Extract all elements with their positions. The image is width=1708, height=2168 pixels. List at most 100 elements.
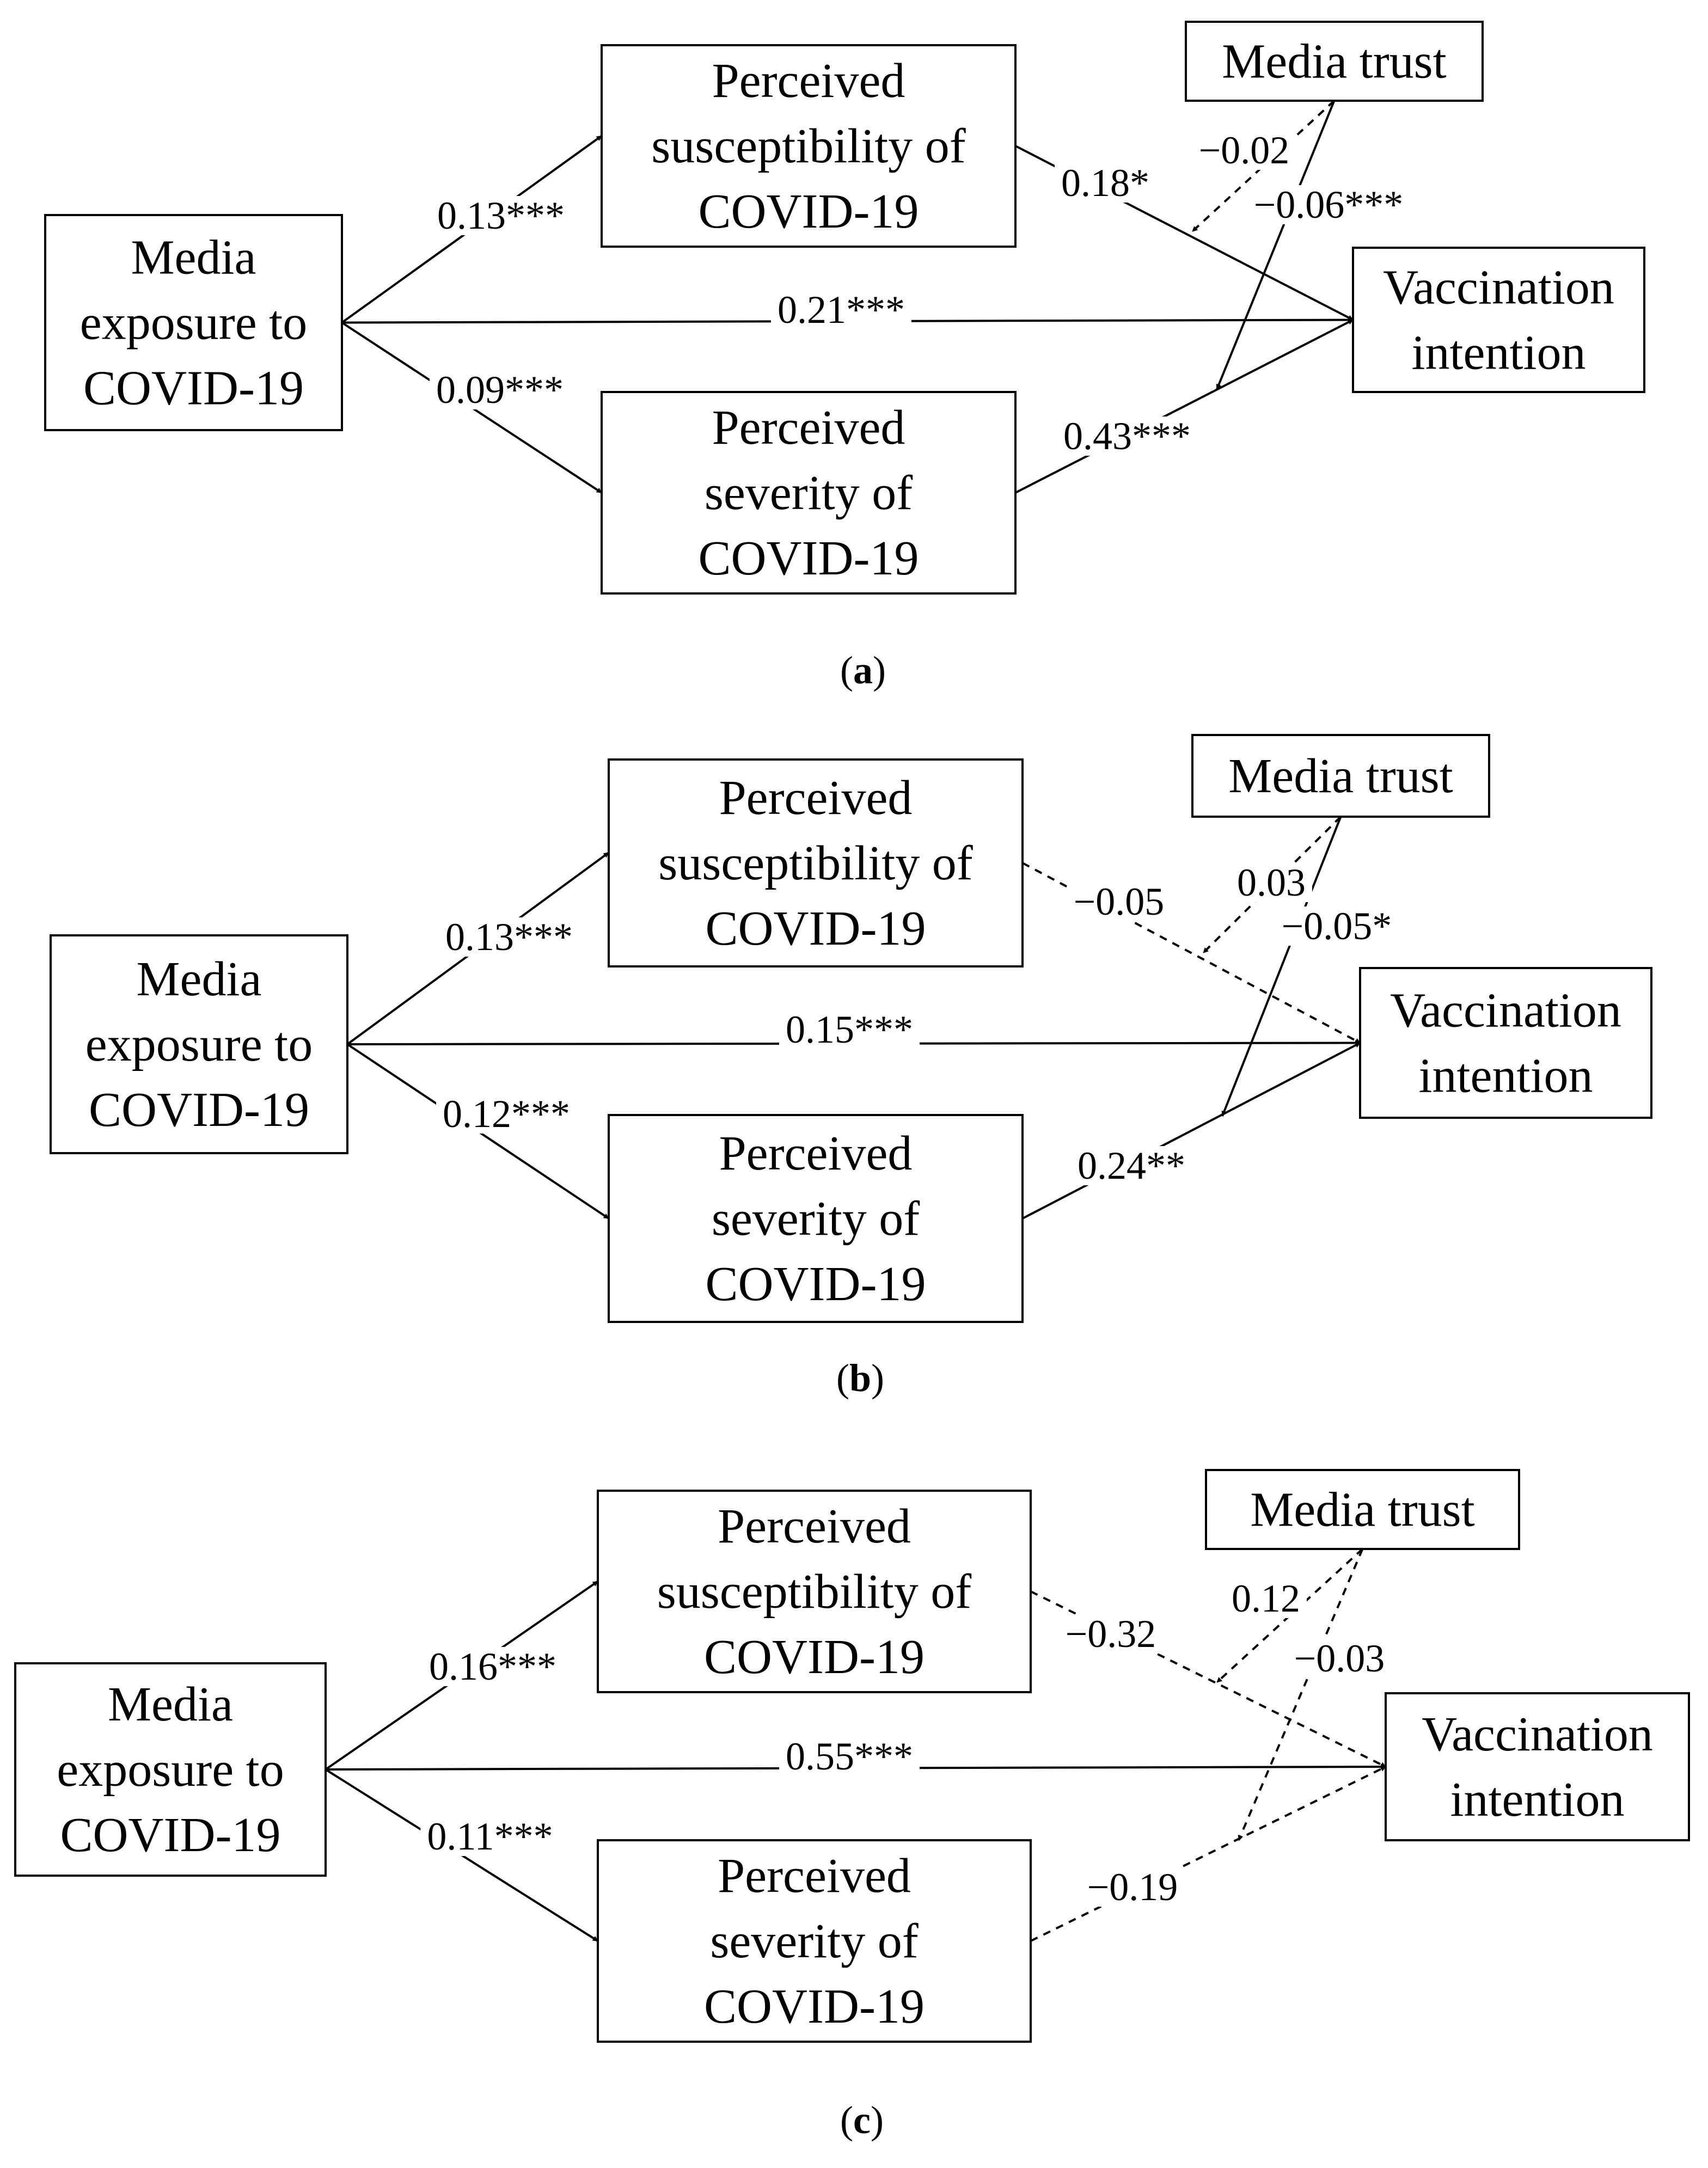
severity_to_intention-coefficient: 0.43*** — [1063, 414, 1191, 458]
panel-caption-letter: a — [853, 648, 873, 692]
susceptibility-label-line-3: COVID-19 — [699, 185, 919, 238]
trust-moderates-susceptibility-arrow — [1202, 816, 1342, 954]
trust_x_severity-label-backing — [1287, 1639, 1392, 1678]
intention-label-line-1: Vaccination — [1383, 261, 1614, 315]
exposure_to_intention-label-backing — [779, 1737, 920, 1776]
trust-moderates-susceptibility-arrow — [1216, 1548, 1363, 1683]
panel-caption: (b) — [836, 1356, 884, 1400]
exposure_to_susceptibility-coefficient: 0.13*** — [437, 194, 565, 237]
exposure_to_intention-label-backing — [771, 290, 911, 329]
susceptibility_to_intention-coefficient: −0.05 — [1074, 880, 1165, 923]
trust-moderates-susceptibility-arrow — [1191, 100, 1335, 232]
susceptibility_to_intention-coefficient: −0.32 — [1066, 1612, 1156, 1656]
exposure-label-line-2: exposure to — [85, 1018, 313, 1071]
susceptibility-label-line-1: Perceived — [718, 1499, 911, 1553]
severity-label-line-1: Perceived — [712, 401, 905, 455]
intention-box — [1359, 967, 1652, 1119]
panel-b: 0.13***0.12***0.15***−0.050.24**0.03−0.0… — [50, 734, 1652, 1400]
susceptibility_to_intention-coefficient: 0.18* — [1061, 161, 1149, 205]
trust_x_susceptibility-coefficient: 0.12 — [1232, 1577, 1300, 1620]
panel-caption: (a) — [840, 648, 886, 692]
trust-label-line-1: Media trust — [1228, 749, 1453, 803]
exposure-label-line-3: COVID-19 — [83, 362, 304, 415]
trust-box — [1205, 1469, 1520, 1550]
susceptibility-box — [601, 44, 1017, 248]
exposure_to_severity-label-backing — [436, 1094, 577, 1134]
trust-label-line-1: Media trust — [1250, 1483, 1474, 1537]
exposure_to_severity-coefficient: 0.09*** — [436, 368, 564, 412]
coefficients: 0.13***0.12***0.15***−0.050.24**0.03−0.0… — [436, 861, 1399, 1187]
intention-label-line-1: Vaccination — [1422, 1707, 1653, 1761]
exposure_to_susceptibility-label-backing — [439, 917, 579, 957]
susceptibility-to-intention-arrow — [1030, 1590, 1386, 1768]
exposure_to_susceptibility-label-backing — [423, 1647, 563, 1686]
intention-label-line-2: intention — [1450, 1773, 1625, 1827]
susceptibility-box — [597, 1490, 1032, 1693]
susceptibility_to_intention-label-backing — [1058, 1614, 1163, 1653]
exposure_to_intention-coefficient: 0.55*** — [786, 1735, 913, 1778]
exposure_to_susceptibility-coefficient: 0.13*** — [445, 915, 573, 959]
exposure_to_susceptibility-coefficient: 0.16*** — [429, 1645, 556, 1688]
trust-moderates-severity-arrow — [1238, 1548, 1364, 1841]
severity_to_intention-label-backing — [1071, 1146, 1192, 1185]
severity_to_intention-coefficient: 0.24** — [1078, 1144, 1185, 1187]
exposure_to_intention-coefficient: 0.21*** — [778, 288, 905, 332]
intention-box — [1352, 247, 1645, 393]
severity-to-intention-arrow — [1015, 319, 1354, 494]
exposure_to_susceptibility-label-backing — [431, 196, 571, 235]
severity-label-line-1: Perceived — [719, 1126, 913, 1180]
severity-to-intention-arrow — [1022, 1042, 1361, 1220]
trust-moderates-severity-arrow — [1216, 100, 1336, 390]
severity-label-line-1: Perceived — [718, 1849, 911, 1903]
severity-box — [608, 1114, 1024, 1323]
exposure-label-line-2: exposure to — [80, 296, 307, 350]
trust_x_severity-coefficient: −0.06*** — [1254, 183, 1404, 226]
trust_x_severity-label-backing — [1247, 185, 1410, 224]
trust_x_susceptibility-label-backing — [1192, 131, 1296, 170]
severity-label-line-2: severity of — [710, 1914, 918, 1968]
exposure-label-line-3: COVID-19 — [60, 1808, 281, 1862]
severity-label-line-3: COVID-19 — [706, 1257, 926, 1311]
trust-label-line-1: Media trust — [1222, 35, 1446, 89]
exposure-box — [44, 214, 343, 431]
intention-label-line-2: intention — [1419, 1049, 1593, 1103]
severity-label-line-2: severity of — [705, 466, 913, 520]
susceptibility_to_intention-label-backing — [1067, 882, 1171, 921]
susceptibility-label-line-3: COVID-19 — [706, 902, 926, 956]
severity_to_intention-label-backing — [1057, 417, 1197, 456]
exposure_to_intention-label-backing — [779, 1010, 920, 1049]
panel-c: 0.16***0.11***0.55***−0.32−0.190.12−0.03… — [14, 1469, 1690, 2142]
trust_x_severity-label-backing — [1275, 907, 1399, 946]
susceptibility-label-line-3: COVID-19 — [704, 1630, 925, 1684]
trust_x_susceptibility-coefficient: −0.02 — [1199, 128, 1290, 172]
exposure-box — [14, 1662, 327, 1877]
trust-moderates-severity-arrow — [1221, 816, 1342, 1117]
trust-box — [1191, 734, 1490, 818]
exposure_to_severity-label-backing — [420, 1817, 560, 1856]
severity-label-line-2: severity of — [712, 1192, 920, 1246]
exposure_to_severity-label-backing — [430, 370, 570, 409]
trust-box — [1185, 21, 1484, 102]
exposure-label-line-1: Media — [137, 952, 262, 1006]
susceptibility-label-line-2: susceptibility of — [657, 1565, 971, 1619]
coefficients: 0.13*** 0.09*** 0.21*** 0.18* 0.43*** −0.02 −0… — [430, 128, 1410, 458]
severity-label-line-3: COVID-19 — [704, 1980, 925, 2034]
trust_x_severity-coefficient: −0.03 — [1294, 1637, 1385, 1680]
severity-box — [601, 391, 1017, 595]
panel-caption-letter: b — [849, 1356, 871, 1400]
trust_x_susceptibility-label-backing — [1225, 1579, 1307, 1618]
trust_x_susceptibility-label-backing — [1231, 863, 1312, 902]
trust_x_susceptibility-coefficient: 0.03 — [1237, 861, 1306, 904]
susceptibility-label-line-1: Perceived — [712, 54, 905, 108]
exposure-label-line-1: Media — [108, 1677, 233, 1731]
panel-caption-letter: c — [853, 2098, 871, 2142]
susceptibility-label-line-2: susceptibility of — [658, 836, 972, 890]
susceptibility-label-line-1: Perceived — [719, 771, 913, 825]
coefficients: 0.16***0.11***0.55***−0.32−0.190.12−0.03 — [420, 1577, 1392, 1909]
intention-label-line-1: Vaccination — [1390, 984, 1621, 1038]
severity_to_intention-label-backing — [1080, 1867, 1185, 1907]
